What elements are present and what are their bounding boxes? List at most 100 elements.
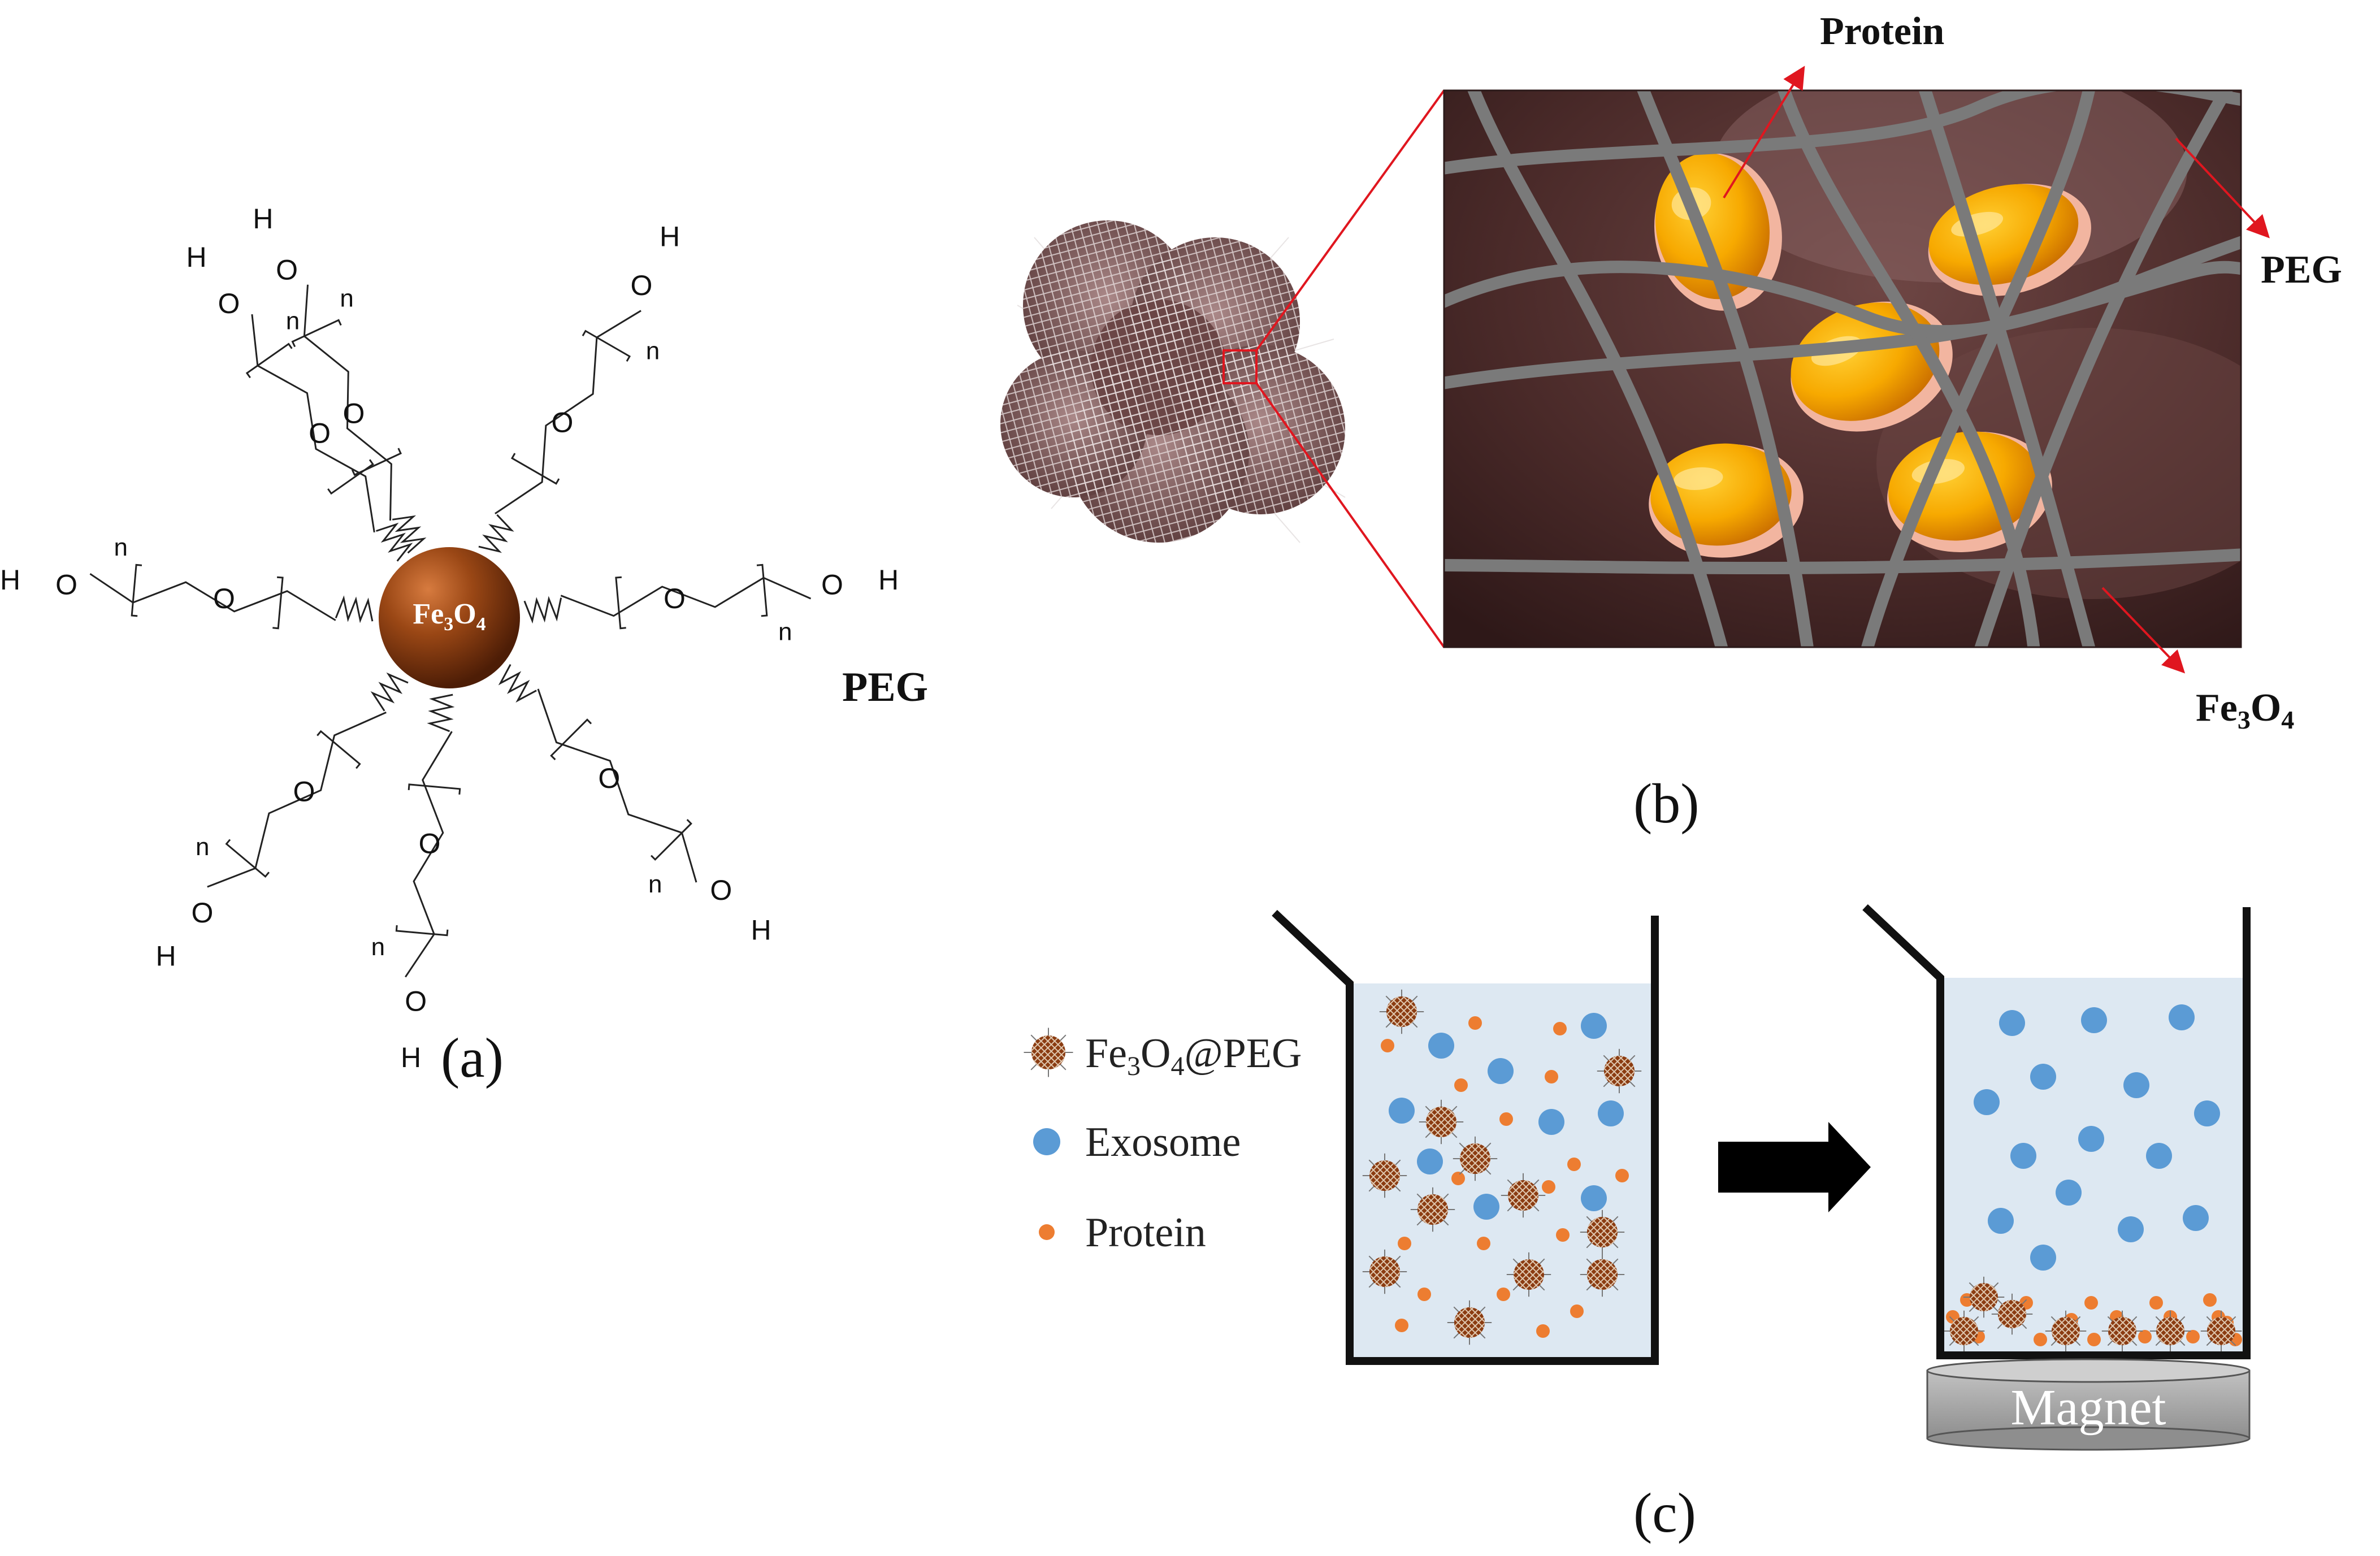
fe3o4-peg-particle [1362, 1249, 1407, 1294]
fe3o4-peg-particle [1453, 1136, 1498, 1181]
anchor-zigzag [498, 664, 537, 703]
fe3o4-peg-particle [1597, 1048, 1642, 1094]
protein-dot [1570, 1304, 1584, 1318]
anchor-zigzag [370, 672, 409, 712]
zoom-line-bottom [1255, 382, 1445, 648]
anchor-zigzag [478, 514, 514, 553]
oxygen-atom: O [218, 288, 240, 319]
anchor-zigzag [335, 595, 374, 623]
hydrogen-atom: H [878, 564, 899, 596]
protein-dot [1451, 1172, 1465, 1185]
repeat-n: n [114, 534, 128, 561]
fe3o4-core [379, 547, 520, 688]
peg-backbone [495, 310, 641, 515]
protein-dot [1417, 1288, 1431, 1301]
fe3o4-peg-particle [1580, 1210, 1625, 1255]
magnet-label: Magnet [2011, 1380, 2166, 1436]
exosome-dot [2146, 1143, 2172, 1169]
exosome-dot [2183, 1205, 2209, 1231]
protein-dot [1542, 1180, 1555, 1194]
hydrogen-atom: H [187, 241, 207, 273]
hydrogen-atom: H [253, 203, 273, 235]
repeat-bracket [395, 925, 449, 937]
exosome-dot [2030, 1245, 2056, 1271]
oxygen-atom: O [343, 398, 365, 430]
peg-backbone [251, 314, 375, 533]
legend-exosome-label: Exosome [1085, 1119, 1241, 1165]
exosome-dot [1538, 1109, 1564, 1135]
protein-dot [1553, 1022, 1567, 1035]
exosome-dot [2081, 1007, 2107, 1033]
fe3o4-peg-particle [1580, 1252, 1625, 1297]
repeat-n: n [286, 307, 300, 335]
repeat-bracket [272, 576, 284, 630]
protein-dot [1497, 1288, 1510, 1301]
exosome-dot [2169, 1004, 2195, 1030]
repeat-bracket [582, 330, 631, 362]
protein-dot [1615, 1169, 1629, 1182]
protein-label: Protein [1820, 10, 1944, 53]
repeat-bracket [351, 448, 402, 476]
repeat-n: n [196, 833, 209, 861]
exosome-dot [1389, 1098, 1415, 1124]
repeat-bracket [756, 564, 768, 617]
legend-protein-label: Protein [1085, 1210, 1206, 1256]
fe3o4-core-label: Fe3O4 [413, 598, 485, 635]
fe3o4-peg-particle [1419, 1099, 1464, 1145]
exosome-dot [1488, 1058, 1514, 1084]
repeat-n: n [648, 870, 662, 898]
anchor-zigzag [376, 522, 413, 562]
fe3o4-peg-particle [1362, 1153, 1407, 1198]
protein-dot [2186, 1330, 2200, 1343]
peg-pointer [2175, 137, 2270, 239]
panel-c: Fe3O4@PEG Exosome Protein Magnet [1024, 904, 2251, 1544]
exosome-dot [2194, 1100, 2220, 1126]
hydrogen-atom: H [156, 940, 176, 972]
hydrogen-atom: H [401, 1042, 421, 1073]
protein-dot [1395, 1319, 1408, 1332]
protein-dot [1556, 1228, 1570, 1242]
protein-dot [2138, 1330, 2152, 1343]
caption-a: (a) [441, 1026, 504, 1089]
fe3o4-peg-particle [1506, 1252, 1551, 1297]
oxygen-atom: O [276, 254, 298, 286]
hydrogen-atom: H [751, 914, 771, 946]
protein-dot [2087, 1333, 2101, 1346]
beaker-after [1862, 904, 2251, 1359]
fe3o4-peg-particle [1024, 1028, 1073, 1077]
zoom-line-top [1255, 89, 1445, 352]
fe3o4-peg-particle [2101, 1310, 2143, 1352]
exosome-dot [2056, 1180, 2082, 1206]
oxygen-atom: O [213, 583, 235, 614]
fe3o4-peg-particle [1963, 1276, 2005, 1318]
oxygen-atom: O [552, 407, 574, 439]
process-arrow [1718, 1122, 1871, 1212]
hydrogen-atom: H [0, 564, 20, 596]
protein-dot [2084, 1296, 2098, 1310]
fe3o4-peg-particle [2149, 1310, 2191, 1352]
oxygen-atom: O [191, 897, 213, 929]
exosome-dot [2123, 1072, 2149, 1098]
repeat-bracket [550, 718, 592, 761]
repeat-n: n [371, 933, 385, 961]
oxygen-atom: O [309, 417, 331, 449]
repeat-bracket [651, 819, 692, 861]
oxygen-atom: O [293, 775, 315, 807]
exosome-dot [2118, 1216, 2144, 1242]
zoomed-view [1443, 89, 2242, 648]
protein-dot [2203, 1293, 2217, 1307]
anchor-zigzag [427, 694, 455, 733]
repeat-n: n [646, 337, 660, 365]
peg-backbone [405, 731, 453, 978]
repeat-bracket [407, 783, 461, 795]
exosome-dot [1581, 1013, 1607, 1039]
peg-label-b: PEG [2261, 248, 2342, 292]
protein-dot [1536, 1324, 1550, 1338]
protein-dot [1381, 1039, 1394, 1052]
peg-backbone [560, 577, 812, 617]
protein-pointer [1723, 66, 1805, 199]
legend-fe3o4-peg-label: Fe3O4@PEG [1085, 1030, 1302, 1081]
legend-exosome-marker [1033, 1128, 1060, 1155]
